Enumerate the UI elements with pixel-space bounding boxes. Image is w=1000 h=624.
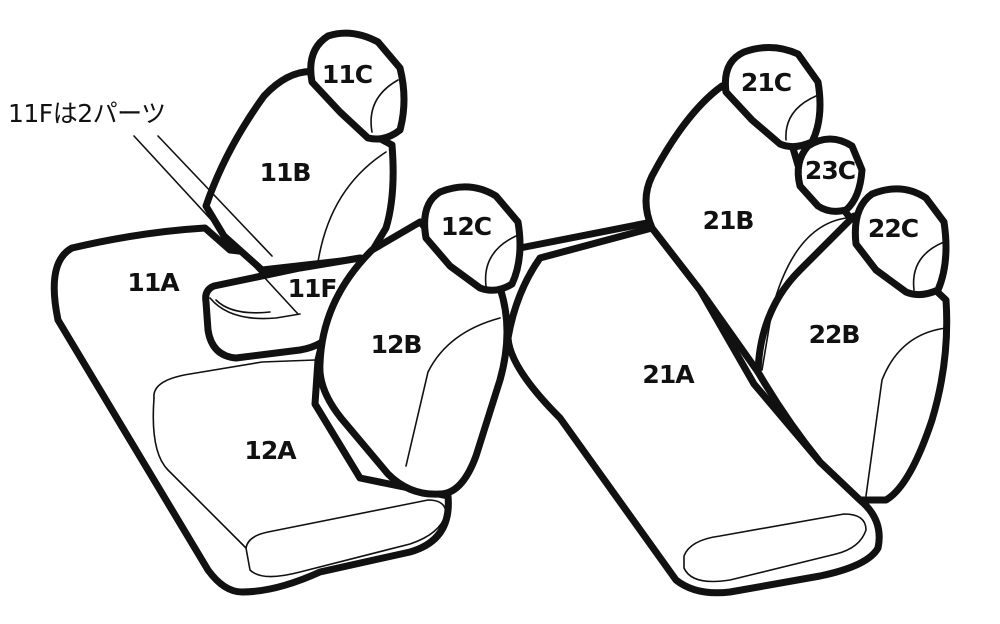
part-12B-side-panel <box>405 317 501 467</box>
note-11F-two-parts: 11Fは2パーツ <box>8 99 166 128</box>
label-12C: 12C <box>441 212 491 241</box>
part-22B-side-panel <box>865 327 947 497</box>
part-12C-side-panel <box>484 235 517 287</box>
label-22B: 22B <box>809 320 860 349</box>
part-11F-seam <box>209 297 301 320</box>
label-12A: 12A <box>244 436 297 465</box>
part-12A-seam <box>153 359 316 399</box>
part-21C-side-panel <box>785 95 817 141</box>
label-21A: 21A <box>642 360 695 389</box>
label-11C: 11C <box>322 60 372 89</box>
label-23C: 23C <box>805 156 855 185</box>
label-22C: 22C <box>868 214 918 243</box>
label-21B: 21B <box>703 206 754 235</box>
part-21A-cushion <box>504 224 883 597</box>
part-21A-front-seam <box>683 513 867 583</box>
label-11F: 11F <box>288 274 337 303</box>
note-leader-line-2 <box>157 135 273 257</box>
part-11C-side-panel <box>370 79 399 133</box>
part-12A-front-seam <box>245 499 447 578</box>
part-11F-seam-inner <box>215 299 271 314</box>
label-12B: 12B <box>371 330 422 359</box>
note-leader-line-1 <box>133 135 299 315</box>
part-21B-22B-seam <box>761 217 847 371</box>
part-11C-headrest <box>307 29 408 143</box>
part-11A-cushion <box>50 224 452 596</box>
part-11B-side-panel <box>317 151 387 263</box>
label-21C: 21C <box>741 68 791 97</box>
label-11B: 11B <box>260 158 311 187</box>
part-12A-left-edge <box>152 397 247 549</box>
part-23C-headrest <box>794 135 866 215</box>
part-22C-headrest <box>851 185 950 299</box>
part-22C-side-panel <box>912 241 945 291</box>
part-12C-headrest <box>421 183 524 294</box>
connector-rail <box>516 218 656 252</box>
label-11A: 11A <box>127 268 180 297</box>
